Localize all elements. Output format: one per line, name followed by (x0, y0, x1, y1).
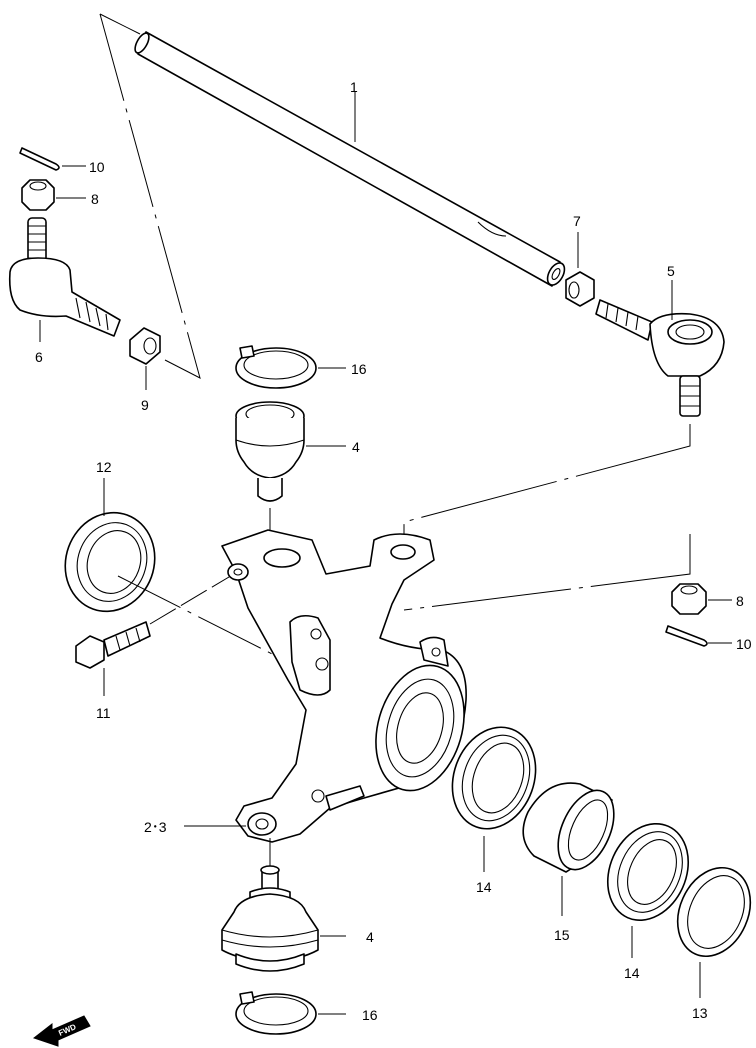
ball-joint-upper[interactable] (235, 401, 305, 502)
callout-8-right: 8 (736, 593, 744, 609)
callout-2-3: 2･3 (144, 819, 167, 835)
dust-seal[interactable] (664, 856, 756, 968)
callout-8-left: 8 (91, 191, 99, 207)
callout-15: 15 (554, 927, 570, 943)
callout-14-outer: 14 (624, 965, 640, 981)
callout-14-inner: 14 (476, 879, 492, 895)
callout-4-lower: 4 (366, 929, 374, 945)
callout-13: 13 (692, 1005, 708, 1021)
callout-16-upper: 16 (351, 361, 367, 377)
callout-1: 1 (350, 79, 358, 95)
bolt[interactable] (75, 621, 151, 669)
snap-ring-upper[interactable] (235, 345, 317, 389)
castle-nut-right[interactable] (671, 583, 707, 615)
callout-6: 6 (35, 349, 43, 365)
callout-12: 12 (96, 459, 112, 475)
oil-seal[interactable] (52, 500, 169, 624)
tie-rod-end-left[interactable] (8, 217, 121, 337)
callout-4-upper: 4 (352, 439, 360, 455)
callout-5: 5 (667, 263, 675, 279)
bearing-outer[interactable] (593, 811, 703, 933)
bearing-inner[interactable] (439, 715, 550, 840)
callout-10-right: 10 (736, 636, 752, 652)
ball-joint-lower[interactable] (221, 865, 319, 972)
callout-11: 11 (96, 705, 111, 721)
steering-knuckle[interactable] (221, 529, 478, 843)
castle-nut-left[interactable] (21, 179, 55, 211)
callout-9: 9 (141, 397, 149, 413)
cotter-pin-right[interactable] (665, 625, 708, 647)
snap-ring-lower[interactable] (235, 991, 317, 1035)
callout-16-lower: 16 (362, 1007, 378, 1023)
lock-nut-left[interactable] (129, 327, 161, 365)
fwd-arrow-icon: FWD (32, 1015, 91, 1047)
spacer[interactable] (522, 782, 625, 878)
tie-rod-end-right[interactable] (595, 299, 725, 417)
callout-10-left: 10 (89, 159, 105, 175)
tie-rod[interactable] (132, 31, 568, 288)
callout-7: 7 (573, 213, 581, 229)
cotter-pin-left[interactable] (19, 147, 60, 171)
lock-nut-right[interactable] (565, 271, 595, 307)
